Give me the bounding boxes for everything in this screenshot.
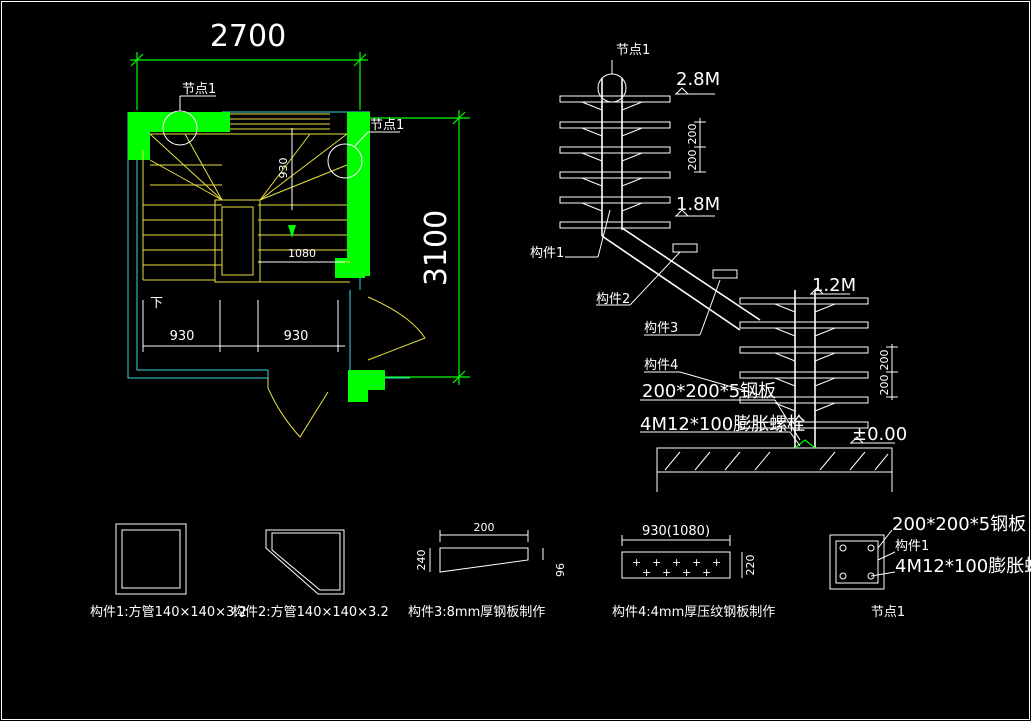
detail-node-caption: 节点1 <box>871 605 905 620</box>
svg-text:+: + <box>632 556 641 569</box>
detail-part3-dim-top: 200 <box>474 521 495 534</box>
section-plate-note: 200*200*5钢板 <box>642 381 776 402</box>
detail-part3: 200 240 96 构件3:8mm厚钢板制作 <box>408 521 566 620</box>
detail-node1: 200*200*5钢板 构件1 4M12*100膨胀螺 节点1 <box>829 514 1031 620</box>
svg-text:+: + <box>672 556 681 569</box>
detail-part3-caption: 构件3:8mm厚钢板制作 <box>408 605 545 620</box>
detail-node-bolt: 4M12*100膨胀螺 <box>895 556 1031 577</box>
detail-part2: 构件2:方管140×140×3.2 <box>232 529 389 620</box>
section-dim-200-d: 200 <box>878 375 891 396</box>
section-level-mid: 1.8M <box>676 194 720 215</box>
stair-plan-view: 2700 3100 <box>127 19 470 438</box>
section-dim-200-b: 200 <box>686 150 699 171</box>
plan-dim-930-vertical: 930 <box>277 158 290 179</box>
svg-text:+: + <box>702 566 711 579</box>
detail-part2-caption: 构件2:方管140×140×3.2 <box>232 604 389 620</box>
svg-text:+: + <box>712 556 721 569</box>
plan-dim-width: 2700 <box>210 19 286 54</box>
section-part3: 构件3 <box>644 321 678 336</box>
detail-part4-dim-right: 220 <box>744 555 757 576</box>
section-dim-200-c: 200 <box>878 350 891 371</box>
svg-text:+: + <box>652 556 661 569</box>
section-level-zero: ±0.00 <box>852 424 907 445</box>
plan-down-mark: 下 <box>150 296 163 311</box>
detail-node-plate: 200*200*5钢板 <box>892 514 1026 535</box>
section-part4: 构件4 <box>644 358 678 373</box>
plan-node-label-2: 节点1 <box>370 118 404 133</box>
svg-text:+: + <box>662 566 671 579</box>
plan-node-label-1: 节点1 <box>182 82 216 97</box>
svg-text:+: + <box>692 556 701 569</box>
section-part1: 构件1 <box>530 246 564 261</box>
plan-dim-height: 3100 <box>419 210 454 286</box>
detail-part1: 构件1:方管140×140×3.2 <box>90 523 247 620</box>
plan-dim-930-left: 930 <box>170 329 195 344</box>
detail-part3-dim-right: 96 <box>553 563 566 577</box>
plan-dim-1080: 1080 <box>288 247 316 260</box>
stair-section-view: 节点1 2.8M 1.8M <box>530 43 907 492</box>
detail-node-part: 构件1 <box>895 539 929 554</box>
svg-text:+: + <box>642 566 651 579</box>
detail-part4: 930(1080) +++++ ++++ 220 构件4:4mm厚压纹钢板制作 <box>612 524 775 620</box>
plan-dim-930-right: 930 <box>284 329 309 344</box>
section-level-top: 2.8M <box>676 69 720 90</box>
section-bolt-note: 4M12*100膨胀螺栓 <box>640 414 805 435</box>
svg-text:+: + <box>682 566 691 579</box>
section-level-low: 1.2M <box>812 275 856 296</box>
detail-part4-dim-top: 930(1080) <box>642 524 710 539</box>
section-part2: 构件2 <box>596 292 630 307</box>
section-dim-200-a: 200 <box>686 124 699 145</box>
detail-part4-caption: 构件4:4mm厚压纹钢板制作 <box>612 605 775 620</box>
detail-part3-dim-left: 240 <box>415 550 428 571</box>
detail-part1-caption: 构件1:方管140×140×3.2 <box>90 604 247 620</box>
section-node-label: 节点1 <box>616 43 650 58</box>
